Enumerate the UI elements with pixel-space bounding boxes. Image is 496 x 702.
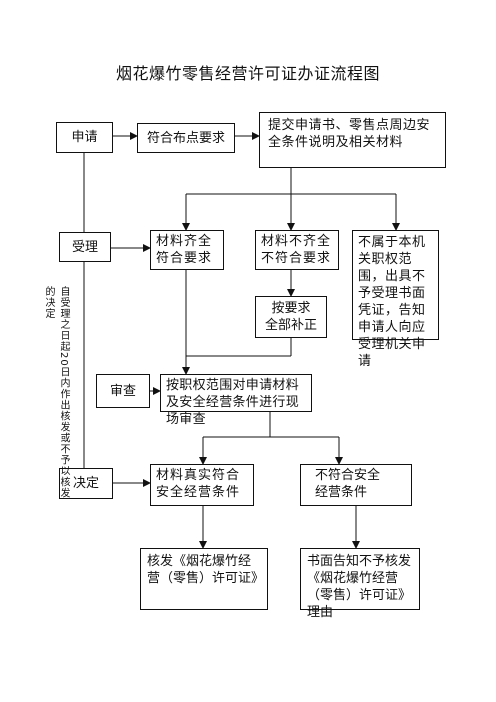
node-onsite-review: 按职权范围对申请材料及安全经营条件进行现场审查 [160,374,312,427]
stage-accept: 受理 [59,232,111,262]
page-title: 烟花爆竹零售经营许可证办证流程图 [115,64,380,83]
node-meets-conditions: 材料真实符合 安全经营条件 [150,464,254,506]
node-materials-incomplete: 材料不齐全 不符合要求 [255,230,339,270]
node-written-refusal: 书面告知不予核发《烟花爆竹经营（零售）许可证》理由 [300,548,420,620]
node-site-requirement: 符合布点要求 [137,123,235,153]
node-materials-complete: 材料齐全 符合要求 [150,230,224,270]
side-note-decision: 的决定 [43,286,54,319]
node-supplement: 按要求 全部补正 [255,296,327,338]
node-issue-license: 核发《烟花爆竹经营（零售）许可证》 [140,548,268,610]
node-fails-conditions: 不符合安全 经营条件 [300,464,412,506]
stage-review: 审查 [96,374,150,408]
node-not-in-scope: 不属于本机关职权范围，出具不予受理书面凭证，告知申请人向应受理机关申请 [352,230,439,369]
node-submit-materials: 提交申请书、零售点周边安全条件说明及相关材料 [259,112,446,168]
side-note-time-limit: 自受理之日起20日内作出核发或不予以核发 [58,286,69,499]
stage-apply: 申请 [56,122,113,153]
stage-decide: 决定 [59,468,113,499]
